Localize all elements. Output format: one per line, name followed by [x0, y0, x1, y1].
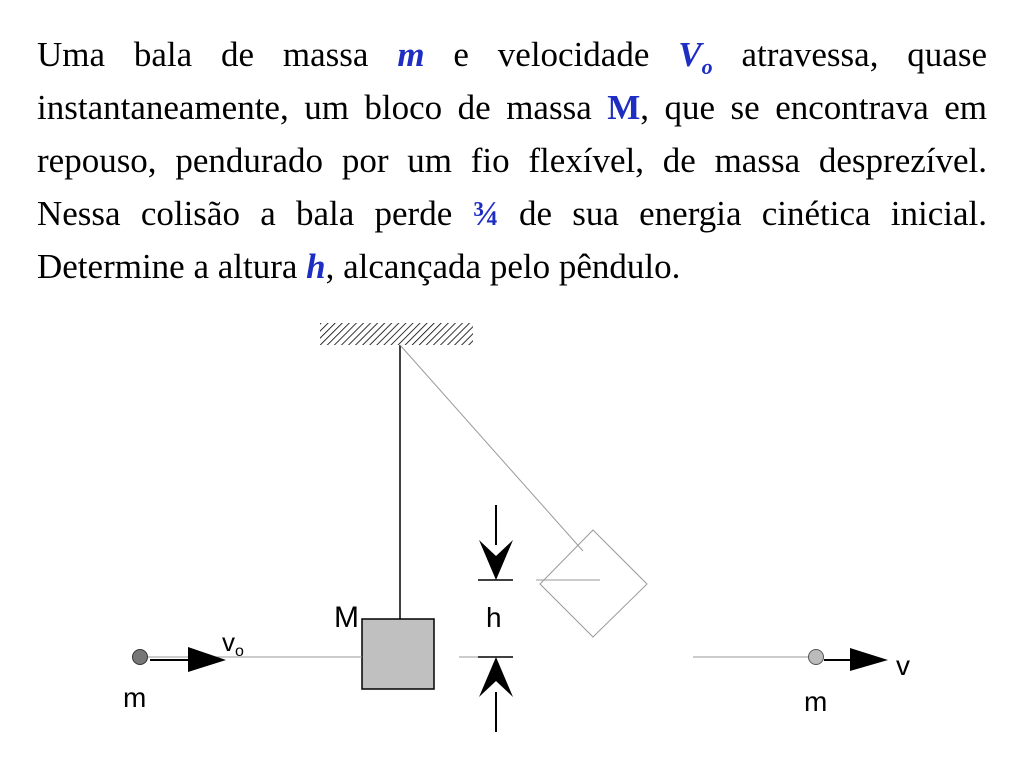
pendulum-string-swung — [399, 344, 584, 552]
height-arrow-bottom-head — [479, 657, 513, 697]
problem-text-2: e velocidade — [424, 35, 679, 74]
initial-velocity-subscript: o — [235, 643, 244, 660]
symbol-h: h — [306, 247, 326, 286]
block-label: M — [334, 601, 359, 634]
initial-velocity-label: vo — [222, 627, 244, 660]
final-velocity-label: v — [896, 650, 910, 681]
problem-text-4: , que se encontrava em repouso, pendurad… — [37, 88, 987, 233]
symbol-m: m — [397, 35, 425, 74]
bullet-before-label: m — [123, 682, 146, 713]
problem-text-3: atravessa, quase instantaneamente, um bl… — [37, 35, 987, 127]
velocity-arrow-head-before — [188, 647, 226, 672]
ceiling-hatch — [320, 323, 473, 345]
bullet-after-label: m — [804, 686, 827, 717]
symbol-M: M — [607, 88, 641, 127]
bullet-before — [132, 649, 148, 665]
problem-text-5: de sua energia cinética inicial. Determi… — [37, 194, 987, 286]
problem-text-6: , alcançada pelo pêndulo. — [325, 247, 681, 286]
symbol-v0-letter: V — [678, 35, 702, 74]
problem-statement: Uma bala de massa m e velocidade Vo atra… — [37, 28, 987, 293]
problem-text-1: Uma bala de massa — [37, 35, 398, 74]
initial-velocity-letter: v — [222, 627, 235, 657]
block-at-rest — [361, 618, 435, 690]
fraction-three-quarters: ¾ — [472, 194, 499, 233]
symbol-v0: Vo — [678, 35, 712, 78]
bullet-after — [808, 649, 824, 665]
velocity-arrow-head-after — [850, 648, 888, 671]
height-label: h — [486, 602, 502, 633]
symbol-v0-subscript: o — [701, 54, 713, 79]
height-arrow-top-head — [479, 540, 513, 580]
block-swung — [539, 529, 648, 638]
